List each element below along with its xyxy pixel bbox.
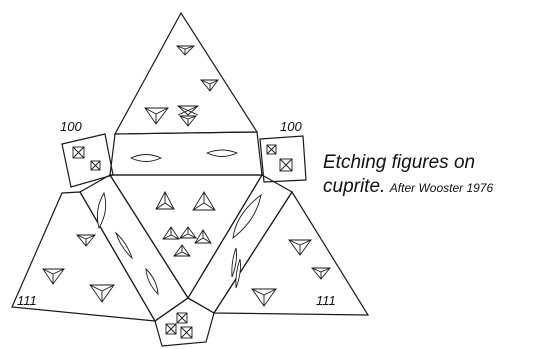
caption-title-end: cuprite.: [323, 176, 386, 197]
etch-pits-right-face: [251, 239, 331, 307]
etch-pits-top-face: [144, 45, 219, 127]
face-label-octa-right: 111: [316, 293, 336, 308]
figure-caption: Etching figures on cuprite. After Wooste…: [323, 151, 537, 200]
octahedron-face-center: [108, 174, 264, 300]
etch-pits-cube-faces: [72, 144, 293, 339]
etch-pits-left-face: [42, 234, 115, 303]
cube-face-right: [259, 135, 307, 183]
cube-face-bottom: [154, 297, 215, 347]
caption-line-1: Etching figures on: [323, 152, 476, 173]
face-label-cube-left: 100: [60, 119, 82, 134]
cube-face-left: [61, 133, 114, 188]
etch-pits-left-strip: [96, 191, 159, 296]
dodecahedron-face-top-band: [109, 131, 263, 176]
face-label-octa-left: 111: [17, 293, 37, 308]
face-label-cube-right: 100: [280, 119, 302, 134]
octahedron-face-left: [11, 191, 157, 322]
octahedron-face-right: [212, 190, 370, 316]
caption-credit: After Wooster 1976: [389, 181, 494, 195]
caption-line-2: cuprite. After Wooster 1976: [323, 175, 537, 200]
etch-pits-center-face: [155, 191, 216, 257]
dodecahedron-face-left-strip: [79, 174, 189, 322]
etch-pits-top-band: [129, 149, 239, 162]
etch-pits-right-strip: [231, 193, 262, 289]
